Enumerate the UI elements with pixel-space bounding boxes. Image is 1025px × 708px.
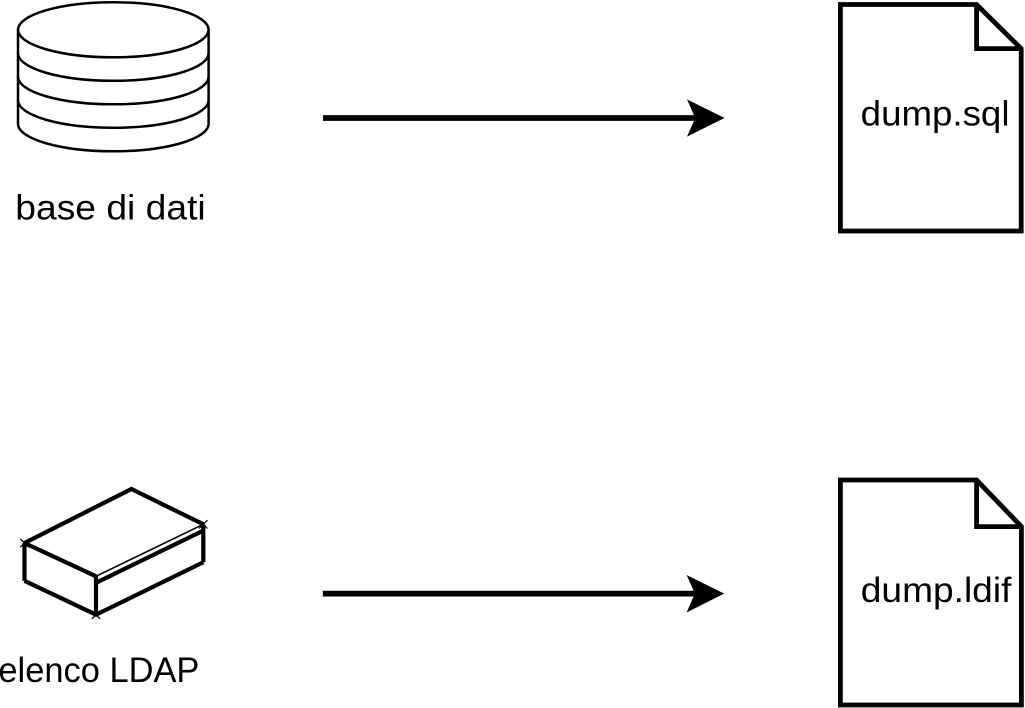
svg-text:dump.ldif: dump.ldif <box>861 571 1012 610</box>
svg-text:dump.sql: dump.sql <box>861 95 1010 134</box>
svg-text:base di dati: base di dati <box>15 188 205 227</box>
svg-text:elenco LDAP: elenco LDAP <box>0 651 199 690</box>
